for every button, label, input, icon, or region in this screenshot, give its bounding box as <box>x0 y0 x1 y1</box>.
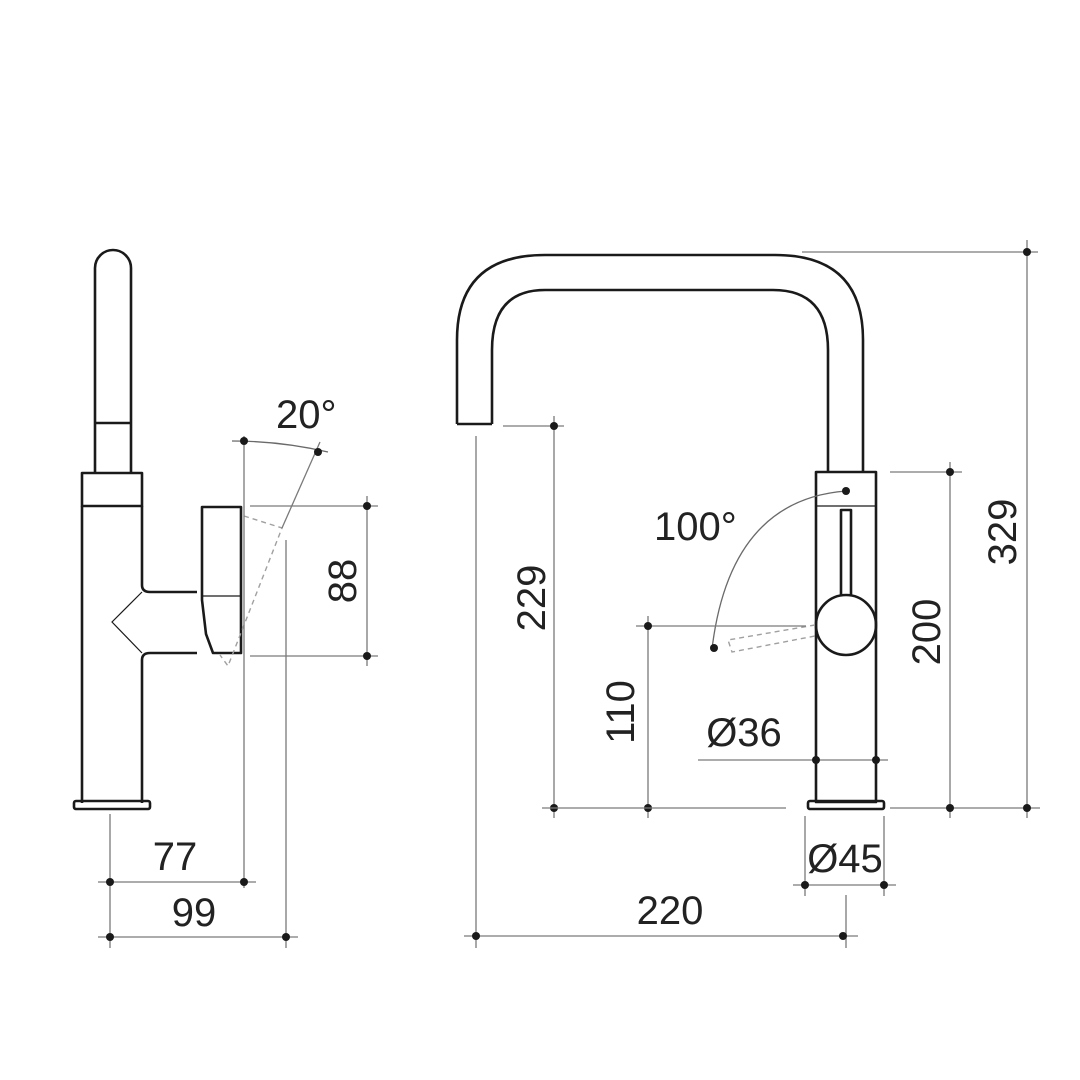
side-spout-outline <box>93 248 133 472</box>
label-229: 229 <box>510 565 554 632</box>
dim-dot <box>710 644 718 652</box>
side-lever-tilted-dashed <box>219 515 283 668</box>
dim-dot <box>1023 248 1031 256</box>
dim-ext-line <box>281 441 321 529</box>
side-base-plate <box>72 799 152 811</box>
dim-dot <box>240 437 248 445</box>
dim-dot <box>106 878 114 886</box>
label-329: 329 <box>981 499 1025 566</box>
label-99: 99 <box>172 891 217 935</box>
side-cartridge-wedge <box>111 591 143 654</box>
side-lever-handle <box>200 505 243 655</box>
front-lever-hub <box>814 593 878 657</box>
label-angle-100: 100° <box>654 505 737 549</box>
angle-arc-100 <box>711 490 847 650</box>
label-angle-20: 20° <box>276 393 337 437</box>
dim-dot <box>314 448 322 456</box>
dim-dot <box>644 622 652 630</box>
front-view: 100° 220 Ø45 Ø36 229 110 <box>455 240 1040 948</box>
label-d45: Ø45 <box>807 837 883 881</box>
front-body <box>814 470 878 804</box>
dim-dot <box>872 756 880 764</box>
label-110: 110 <box>599 680 643 744</box>
side-collar <box>80 471 144 508</box>
dim-dot <box>1023 804 1031 812</box>
label-d36: Ø36 <box>706 711 782 755</box>
dim-dot <box>946 804 954 812</box>
dim-dot <box>839 932 847 940</box>
side-view: 20° 88 77 99 <box>72 248 378 948</box>
dim-dot <box>363 502 371 510</box>
dim-dot <box>946 468 954 476</box>
front-spout-outline <box>455 253 865 472</box>
label-77: 77 <box>153 835 198 879</box>
front-spout-inner <box>490 288 830 472</box>
label-220: 220 <box>637 889 704 933</box>
side-body-outline <box>80 506 197 803</box>
label-200: 200 <box>905 599 949 666</box>
dim-dot <box>106 933 114 941</box>
dim-dot <box>472 932 480 940</box>
front-base-plate <box>806 799 886 811</box>
dim-dot <box>240 878 248 886</box>
dim-dot <box>880 881 888 889</box>
dim-dot <box>842 487 850 495</box>
label-88: 88 <box>321 559 365 604</box>
dim-dot <box>801 881 809 889</box>
dim-dot <box>363 652 371 660</box>
front-lever-stem <box>839 508 853 596</box>
dim-dot <box>550 422 558 430</box>
dim-dot <box>812 756 820 764</box>
dim-dot <box>282 933 290 941</box>
front-lever-rotated-dashed <box>727 624 816 653</box>
